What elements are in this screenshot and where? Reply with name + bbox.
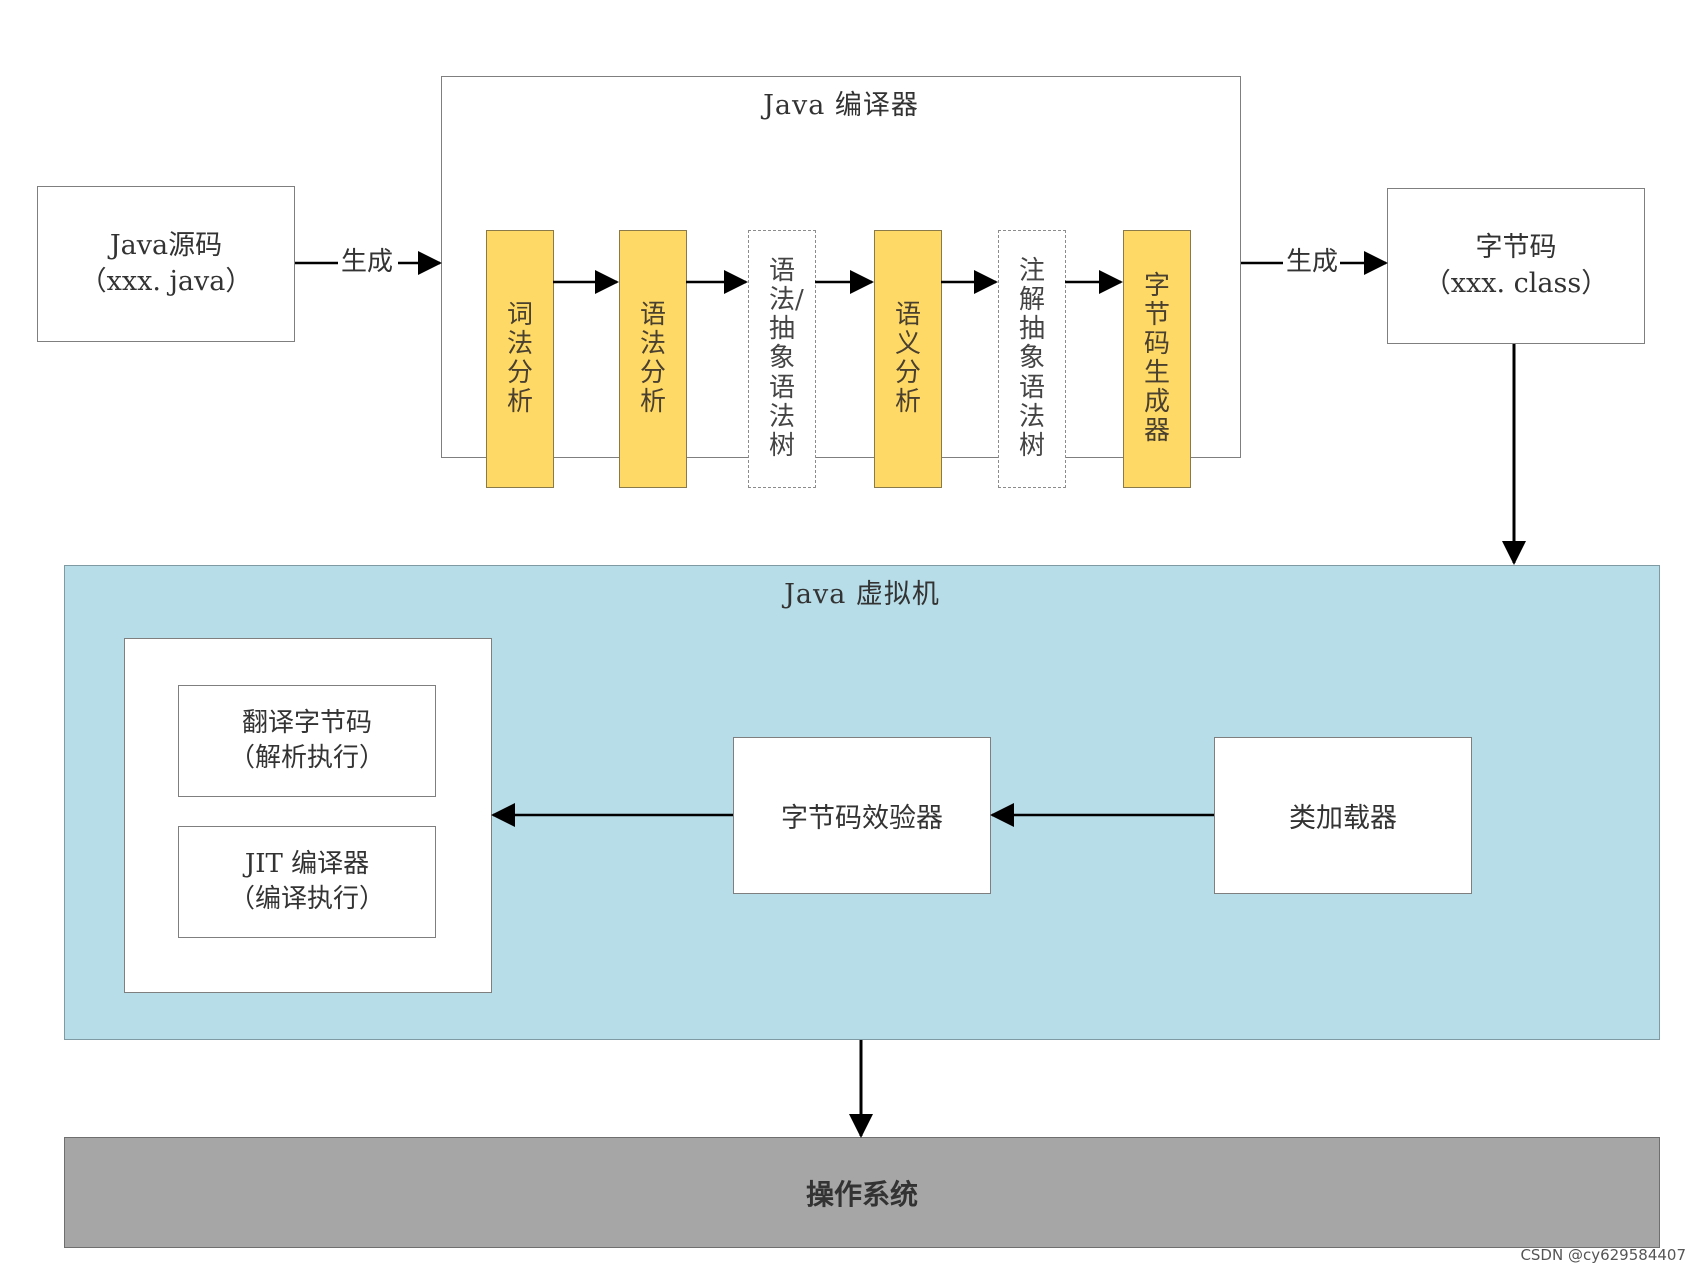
bytecode-filename: （xxx. class） — [1423, 268, 1609, 299]
interpreter-label: 翻译字节码 — [241, 707, 372, 738]
operating-system-box: 操作系统 — [64, 1137, 1660, 1248]
stage-abstract-syntax-tree: 语法/抽象语法树 — [748, 230, 816, 488]
stage-bytecode-generator: 字节码生成器 — [1123, 230, 1191, 488]
stage-annotated-syntax-tree-label: 注解抽象语法树 — [1019, 256, 1046, 461]
interpreter-box: 翻译字节码 （解析执行） — [178, 685, 436, 797]
stage-lexical-analysis: 词法分析 — [486, 230, 554, 488]
bytecode-box: 字节码 （xxx. class） — [1387, 188, 1645, 344]
execution-engine-box: 翻译字节码 （解析执行） JIT 编译器 （编译执行） — [124, 638, 492, 993]
stage-annotated-syntax-tree: 注解抽象语法树 — [998, 230, 1066, 488]
source-code-label: Java源码 — [109, 229, 223, 261]
stage-syntax-analysis: 语法分析 — [619, 230, 687, 488]
bytecode-verifier-box: 字节码效验器 — [733, 737, 991, 894]
source-code-box: Java源码 （xxx. java） — [37, 186, 295, 342]
stage-syntax-analysis-label: 语法分析 — [640, 299, 667, 418]
edge-label-generate-bytecode: 生成 — [1285, 247, 1340, 277]
stage-semantic-analysis-label: 语义分析 — [895, 299, 922, 418]
jit-compiler-box: JIT 编译器 （编译执行） — [178, 826, 436, 938]
source-code-filename: （xxx. java） — [79, 266, 253, 297]
java-compiler-group: Java 编译器 词法分析 语法分析 语法/抽象语法树 语义分析 注解抽象语法树… — [441, 76, 1241, 488]
stage-lexical-analysis-label: 词法分析 — [507, 299, 534, 418]
class-loader-box: 类加载器 — [1214, 737, 1472, 894]
edge-label-generate-source: 生成 — [340, 247, 395, 277]
java-vm-title: Java 虚拟机 — [784, 579, 940, 610]
operating-system-label: 操作系统 — [805, 1177, 918, 1211]
jit-compiler-sublabel: （编译执行） — [228, 884, 385, 914]
stage-abstract-syntax-tree-label: 语法/抽象语法树 — [769, 256, 804, 461]
jit-compiler-label: JIT 编译器 — [244, 848, 370, 879]
watermark: CSDN @cy629584407 — [1520, 1246, 1686, 1264]
bytecode-label: 字节码 — [1475, 231, 1557, 263]
bytecode-verifier-label: 字节码效验器 — [781, 803, 943, 834]
stage-semantic-analysis: 语义分析 — [874, 230, 942, 488]
class-loader-label: 类加载器 — [1289, 803, 1397, 834]
java-compiler-title: Java 编译器 — [763, 90, 919, 121]
stage-bytecode-generator-label: 字节码生成器 — [1144, 270, 1171, 447]
interpreter-sublabel: （解析执行） — [228, 743, 385, 773]
